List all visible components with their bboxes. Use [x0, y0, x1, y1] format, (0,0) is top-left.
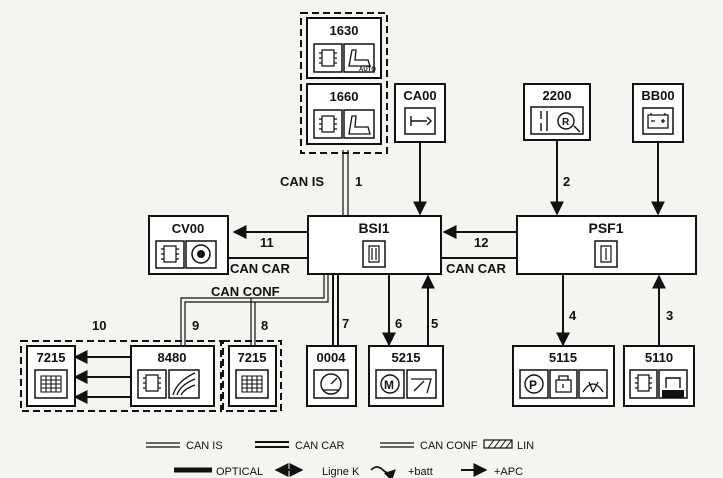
link-number-3: 3 [666, 308, 673, 323]
module-7215-left-label: 7215 [37, 350, 66, 365]
legend-can-conf-label: CAN CONF [420, 440, 478, 452]
legend-can-is-label: CAN IS [186, 440, 223, 452]
legend-apc: +APC [461, 463, 523, 478]
group-1630-1660 [300, 12, 388, 154]
wires [73, 140, 666, 404]
link-number-6: 6 [395, 316, 402, 331]
svg-text:P: P [529, 378, 537, 392]
link-number-1: 1 [355, 174, 362, 189]
legend-can-car-label: CAN CAR [295, 440, 345, 452]
link-number-8: 8 [261, 318, 268, 333]
legend-lin-label: LIN [517, 440, 534, 452]
module-cv00[interactable]: CV00 [148, 215, 229, 275]
link-number-2: 2 [563, 174, 570, 189]
link-number-9: 9 [192, 318, 199, 333]
link-number-5: 5 [431, 316, 438, 331]
link-number-4: 4 [569, 308, 577, 323]
link-number-12: 12 [474, 235, 488, 250]
legend-optical-label: OPTICAL [216, 466, 263, 478]
legend-batt-label: +batt [408, 466, 433, 478]
module-bb00[interactable]: BB00 [632, 83, 684, 143]
ecu-chip-icon [313, 43, 343, 73]
auto-climate-icon [343, 43, 375, 73]
legend: CAN IS CAN CAR CAN CONF LIN OPTICAL Lign… [146, 439, 534, 478]
chip-glyph [319, 49, 337, 67]
module-0004[interactable]: 0004 [306, 345, 357, 407]
module-7215-right[interactable]: 7215 [228, 345, 277, 407]
switch-and-reverse-icon [530, 106, 584, 135]
module-7215-right-label: 7215 [238, 350, 267, 365]
legend-ligne-k: Ligne K [274, 463, 360, 478]
module-8480[interactable]: 8480 [130, 345, 215, 407]
seat-glyph [348, 49, 371, 67]
lock-icon [549, 369, 578, 399]
legend-can-is: CAN IS [146, 440, 223, 452]
module-5215[interactable]: 5215 M [368, 345, 444, 407]
chip-glyph [319, 115, 337, 133]
bus-label-can-is: CAN IS [280, 174, 324, 189]
bus-label-can-conf: CAN CONF [211, 284, 280, 299]
module-1630[interactable]: 1630 AUTO [306, 17, 382, 79]
link-number-11: 11 [260, 235, 274, 250]
group-10 [20, 340, 222, 412]
module-0004-label: 0004 [317, 350, 347, 365]
bus-label-can-car-right: CAN CAR [446, 261, 507, 276]
module-2200-label: 2200 [543, 88, 572, 103]
module-ca00-label: CA00 [403, 88, 436, 103]
group-7215b [222, 340, 282, 412]
module-8480-label: 8480 [158, 350, 187, 365]
module-1630-label: 1630 [330, 23, 359, 38]
bus-label-can-car-left: CAN CAR [230, 261, 291, 276]
module-5110[interactable]: 5110 [623, 345, 695, 407]
module-psf1-label: PSF1 [588, 220, 623, 236]
legend-apc-label: +APC [494, 466, 523, 478]
legend-can-car: CAN CAR [255, 440, 345, 452]
fuse-icon [362, 240, 386, 268]
link-1-can-is [342, 150, 349, 216]
module-ca00[interactable]: CA00 [394, 83, 446, 143]
ecu-chip-icon [629, 369, 658, 399]
legend-batt: +batt [370, 466, 433, 478]
module-bb00-label: BB00 [641, 88, 674, 103]
module-1660[interactable]: 1660 [306, 83, 382, 145]
module-psf1[interactable]: PSF1 [516, 215, 697, 275]
auto-glyph: AUTO [359, 67, 376, 73]
module-1660-label: 1660 [330, 89, 359, 104]
link-number-10: 10 [92, 318, 106, 333]
display-screen-icon [34, 369, 68, 399]
svg-text:R: R [562, 117, 570, 128]
module-5215-label: 5215 [392, 350, 421, 365]
module-7215-left[interactable]: 7215 [26, 345, 76, 407]
module-5110-label: 5110 [645, 350, 673, 365]
module-cv00-label: CV00 [172, 221, 205, 236]
ecu-chip-icon [137, 369, 167, 399]
legend-ligne-k-label: Ligne K [322, 466, 360, 478]
can-conf-bus [180, 274, 329, 346]
link-number-7: 7 [342, 316, 349, 331]
ecu-chip-icon [155, 240, 185, 269]
svg-text:M: M [384, 378, 394, 392]
ecu-chip-icon [313, 109, 343, 139]
seat-glyph [348, 115, 371, 135]
module-5115[interactable]: 5115 P [512, 345, 615, 407]
module-bsi1[interactable]: BSI1 [307, 215, 442, 275]
legend-can-conf: CAN CONF [380, 440, 478, 452]
module-5115-label: 5115 [549, 350, 577, 365]
module-bsi1-label: BSI1 [358, 220, 389, 236]
legend-lin: LIN [483, 439, 534, 452]
module-2200[interactable]: 2200 R [523, 83, 591, 141]
legend-optical: OPTICAL [174, 466, 263, 478]
